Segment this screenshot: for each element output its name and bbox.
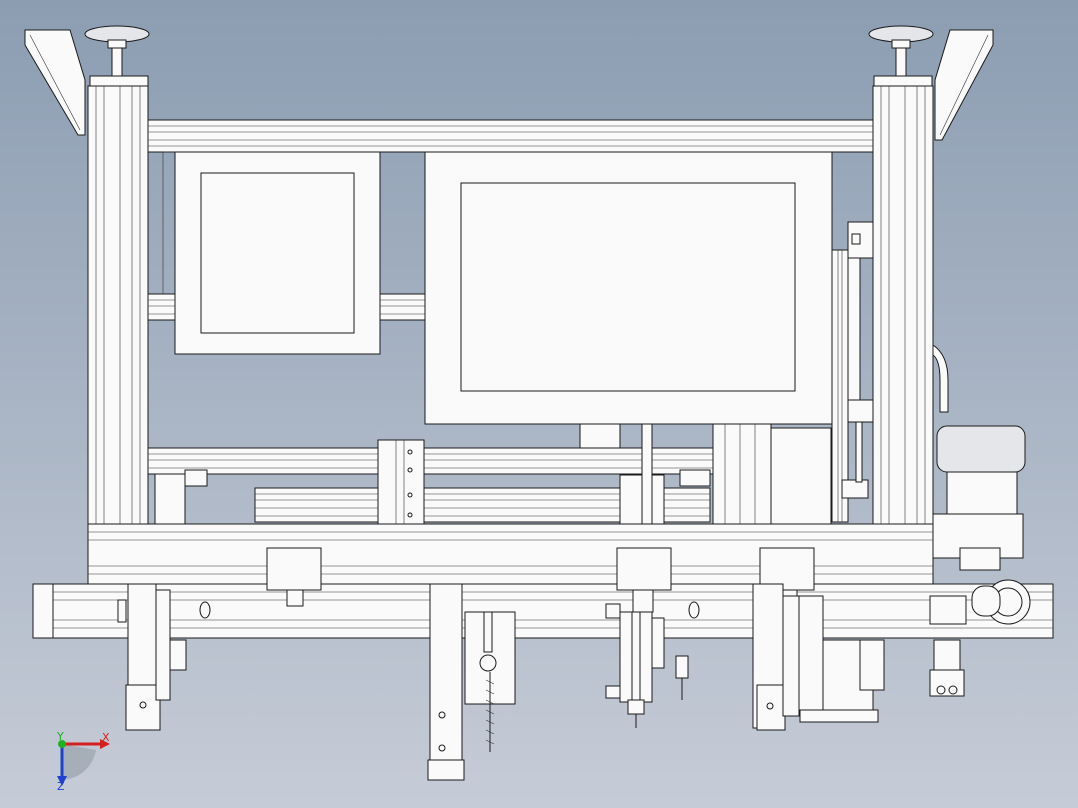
left-leveling-foot xyxy=(84,25,150,87)
y-axis-marker xyxy=(58,740,66,748)
left-top-bracket xyxy=(24,29,86,136)
probe-assembly xyxy=(605,603,689,728)
right-gripper xyxy=(752,583,885,731)
cylinder-block-2 xyxy=(616,547,672,613)
z-axis-arrowhead xyxy=(57,776,67,786)
center-slider-plate xyxy=(377,439,425,525)
right-leveling-foot xyxy=(868,25,934,87)
bottom-rail xyxy=(32,583,1054,639)
cable-hook xyxy=(932,344,949,413)
left-column xyxy=(87,85,149,527)
right-vertical-guide xyxy=(831,221,874,523)
center-rod-assembly xyxy=(427,583,516,781)
z-axis-label: Z xyxy=(57,780,65,793)
left-gripper xyxy=(117,583,187,731)
left-panel xyxy=(162,151,381,355)
right-column xyxy=(872,85,934,527)
motor xyxy=(932,425,1026,571)
x-axis-label: X xyxy=(102,731,110,744)
right-panel xyxy=(424,151,833,425)
x-axis-arrowhead xyxy=(100,739,110,749)
right-top-bracket xyxy=(934,29,994,141)
coordinate-triad xyxy=(57,739,110,786)
top-beam xyxy=(147,119,874,153)
vacuum-cup-assembly xyxy=(929,579,1031,697)
y-axis-label: Y xyxy=(57,730,64,743)
right-slider-plate xyxy=(579,423,832,526)
cylinder-block-1 xyxy=(266,547,322,607)
